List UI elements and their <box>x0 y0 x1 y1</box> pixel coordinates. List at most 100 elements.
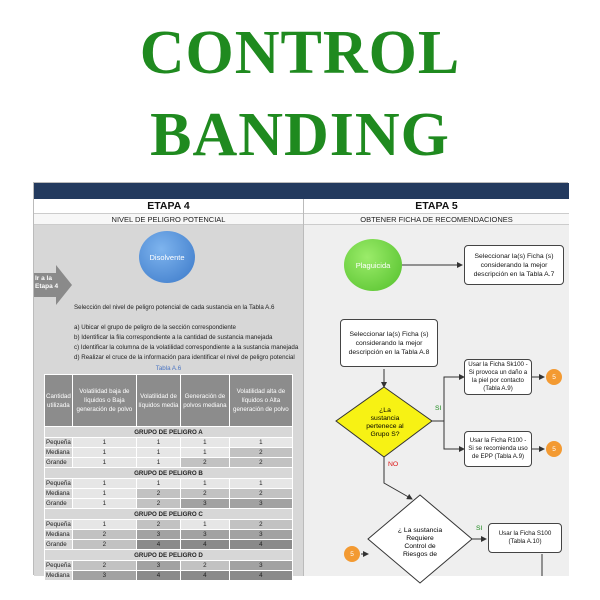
quantity-cell: Mediana <box>44 488 73 499</box>
hazard-level-cell: 3 <box>180 529 230 540</box>
hazard-level-cell: 3 <box>180 498 230 509</box>
quantity-cell: Grande <box>44 498 73 509</box>
header-bar <box>34 183 569 199</box>
quantity-cell: Grande <box>44 457 73 468</box>
hazard-level-cell: 2 <box>180 488 230 499</box>
box-ficha-s100: Usar la Ficha S100 (Tabla A.10) <box>488 523 562 553</box>
box-tabla-a7: Seleccionar la(s) Ficha (s) considerando… <box>464 245 564 285</box>
group-heading: GRUPO DE PELIGRO D <box>44 549 293 561</box>
etapa5-column: ETAPA 5 OBTENER FICHA DE RECOMENDACIONES… <box>303 199 569 584</box>
hazard-level-cell: 4 <box>180 539 230 550</box>
label-no: NO <box>388 461 399 468</box>
hazard-level-cell: 4 <box>228 539 294 550</box>
hazard-level-cell: 4 <box>135 570 182 581</box>
hazard-level-cell: 1 <box>228 437 294 448</box>
title-control: CONTROL <box>139 19 461 87</box>
table-caption: Tabla A.6 <box>155 365 182 372</box>
hazard-level-cell: 2 <box>228 457 294 468</box>
box-ficha-sk100: Usar la Ficha Sk100 - Si provoca un daño… <box>464 359 532 395</box>
hazard-level-cell: 1 <box>228 478 294 489</box>
hazard-level-cell: 2 <box>71 529 137 540</box>
hazard-level-cell: 1 <box>135 478 182 489</box>
hazard-level-cell: 1 <box>135 447 182 458</box>
hazard-level-cell: 2 <box>135 498 182 509</box>
etapa4-step-c: c) Identificar la columna de la volatili… <box>74 344 299 351</box>
hazard-level-cell: 1 <box>135 437 182 448</box>
hazard-level-cell: 2 <box>180 457 230 468</box>
hazard-level-cell: 1 <box>180 519 230 530</box>
hazard-level-cell: 1 <box>180 478 230 489</box>
hazard-level-cell: 3 <box>228 560 294 571</box>
hazard-level-cell: 1 <box>71 498 137 509</box>
table-header: Cantidad utilizada <box>44 374 73 427</box>
hazard-level-cell: 4 <box>135 539 182 550</box>
hazard-level-cell: 1 <box>180 447 230 458</box>
orange-circle-sk100: 5 <box>546 369 562 385</box>
arrow-right-icon <box>34 265 72 305</box>
hazard-level-cell: 3 <box>228 498 294 509</box>
box-tabla-a8: Seleccionar la(s) Ficha (s) considerando… <box>340 319 438 367</box>
etapa4-step-d: d) Realizar el cruce de la información p… <box>74 354 295 361</box>
disolvente-circle: Disolvente <box>139 231 195 283</box>
hazard-level-cell: 1 <box>71 447 137 458</box>
hazard-level-cell: 1 <box>135 457 182 468</box>
table-header: Volatilidad alta de líquidos o Alta gene… <box>228 374 294 427</box>
etapa4-instruction: Selección del nivel de peligro potencial… <box>74 304 275 311</box>
etapa4-arrow-label: Ir a la Etapa 4 <box>35 275 59 290</box>
group-heading: GRUPO DE PELIGRO A <box>44 426 293 438</box>
box-ficha-r100: Usar la Ficha R100 - Si se recomienda us… <box>464 431 532 467</box>
hazard-level-cell: 1 <box>71 519 137 530</box>
hazard-level-cell: 2 <box>135 519 182 530</box>
title-banding: BANDING <box>150 101 450 169</box>
quantity-cell: Mediana <box>44 447 73 458</box>
hazard-level-cell: 2 <box>228 519 294 530</box>
group-heading: GRUPO DE PELIGRO B <box>44 467 293 479</box>
table-header: Volatilidad baja de líquidos o Baja gene… <box>71 374 137 427</box>
hazard-level-cell: 2 <box>135 488 182 499</box>
etapa4-step-a: a) Ubicar el grupo de peligro de la secc… <box>74 324 237 331</box>
flowchart-panel: ETAPA 4 NIVEL DE PELIGRO POTENCIAL Ir a … <box>33 182 569 584</box>
hazard-level-cell: 3 <box>71 570 137 581</box>
flow-connectors <box>335 262 545 584</box>
quantity-cell: Pequeña <box>44 519 73 530</box>
hazard-level-cell: 2 <box>228 488 294 499</box>
orange-circle-r100: 5 <box>546 441 562 457</box>
quantity-cell: Pequeña <box>44 478 73 489</box>
hazard-level-cell: 1 <box>71 488 137 499</box>
hazard-level-cell: 3 <box>135 560 182 571</box>
etapa4-step-b: b) Identificar la fila correspondiente a… <box>74 334 273 341</box>
etapa4-heading: ETAPA 4 <box>34 199 303 213</box>
hazard-level-cell: 2 <box>71 560 137 571</box>
hazard-level-cell: 1 <box>71 478 137 489</box>
etapa5-heading: ETAPA 5 <box>304 199 569 213</box>
hazard-level-cell: 1 <box>71 457 137 468</box>
hazard-level-cell: 2 <box>180 560 230 571</box>
etapa5-subheading: OBTENER FICHA DE RECOMENDACIONES <box>304 213 569 225</box>
quantity-cell: Mediana <box>44 570 73 581</box>
hazard-level-cell: 1 <box>71 437 137 448</box>
table-header: Volatilidad de líquidos media <box>135 374 182 427</box>
hazard-level-cell: 3 <box>135 529 182 540</box>
etapa4-column: ETAPA 4 NIVEL DE PELIGRO POTENCIAL Ir a … <box>34 199 303 581</box>
label-si-1: SI <box>435 405 442 412</box>
hazard-level-cell: 4 <box>180 570 230 581</box>
hazard-level-cell: 3 <box>228 529 294 540</box>
hazard-level-cell: 4 <box>228 570 294 581</box>
group-heading: GRUPO DE PELIGRO C <box>44 508 293 520</box>
quantity-cell: Pequeña <box>44 437 73 448</box>
orange-circle-left: 5 <box>344 546 360 562</box>
hazard-level-cell: 2 <box>71 539 137 550</box>
quantity-cell: Pequeña <box>44 560 73 571</box>
plaguicida-circle: Plaguicida <box>344 239 402 291</box>
diamond1-label: ¿La sustancia pertenece al Grupo S? <box>366 407 404 438</box>
etapa4-subheading: NIVEL DE PELIGRO POTENCIAL <box>34 213 303 225</box>
